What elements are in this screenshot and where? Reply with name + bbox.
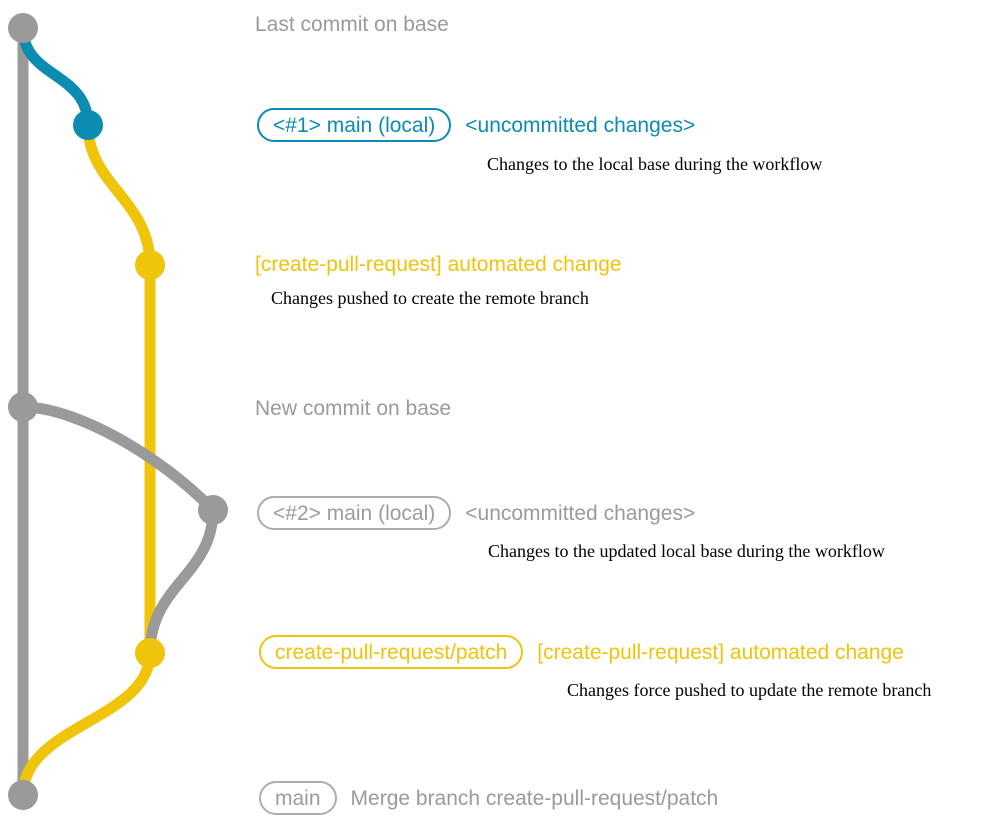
row-headline: <#2> main (local) <uncommitted changes> (257, 496, 695, 530)
edge-local1-to-patch (82, 119, 156, 271)
commit-subject: <uncommitted changes> (465, 113, 696, 137)
branch-ref-pill-local-2[interactable]: <#2> main (local) (257, 496, 452, 530)
row-automated-change-force-push: create-pull-request/patch [create-pull-r… (259, 635, 931, 699)
commit-subject: [create-pull-request] automated change (255, 253, 622, 276)
commit-node-base-merge[interactable] (8, 780, 38, 810)
commit-node-patch-create[interactable] (135, 250, 165, 280)
branch-ref-pill-main[interactable]: main (259, 781, 337, 815)
row-merge-branch: main Merge branch create-pull-request/pa… (259, 781, 718, 815)
edge-patch-to-merge (17, 647, 156, 801)
row-headline: main Merge branch create-pull-request/pa… (259, 781, 718, 815)
commit-caption: Changes pushed to create the remote bran… (271, 288, 589, 308)
row-headline: <#1> main (local) <uncommitted changes> (257, 108, 695, 142)
row-local-uncommitted-1: <#1> main (local) <uncommitted changes> … (257, 108, 822, 173)
commit-caption: Changes to the updated local base during… (488, 541, 885, 561)
row-local-uncommitted-2: <#2> main (local) <uncommitted changes> … (257, 496, 885, 560)
row-headline: Last commit on base (255, 14, 449, 35)
commit-node-local-1[interactable] (73, 110, 103, 140)
row-new-commit-on-base: New commit on base (255, 398, 451, 419)
commit-node-base-head[interactable] (8, 13, 38, 43)
edge-local2-to-patch (144, 504, 219, 659)
commit-subject: Merge branch create-pull-request/patch (350, 786, 719, 810)
commit-node-base-new-commit[interactable] (8, 392, 38, 422)
commit-subject: New commit on base (255, 397, 452, 420)
branch-ref-pill-local-1[interactable]: <#1> main (local) (257, 108, 452, 142)
commit-subject: Last commit on base (255, 13, 449, 36)
branch-ref-pill-patch[interactable]: create-pull-request/patch (259, 635, 524, 669)
commit-node-local-2[interactable] (198, 495, 228, 525)
commit-node-patch-force-push[interactable] (135, 638, 165, 668)
edge-basenew-to-local2 (17, 401, 219, 516)
commit-caption: Changes force pushed to update the remot… (567, 680, 932, 700)
commit-caption: Changes to the local base during the wor… (487, 154, 823, 174)
row-last-commit-on-base: Last commit on base (255, 14, 449, 35)
row-headline: [create-pull-request] automated change (255, 254, 622, 275)
row-automated-change-create: [create-pull-request] automated change C… (255, 254, 622, 307)
edge-base-to-local1 (17, 22, 94, 131)
row-headline: create-pull-request/patch [create-pull-r… (259, 635, 904, 669)
commit-subject: <uncommitted changes> (465, 501, 696, 525)
commit-subject: [create-pull-request] automated change (537, 640, 904, 664)
row-headline: New commit on base (255, 398, 451, 419)
